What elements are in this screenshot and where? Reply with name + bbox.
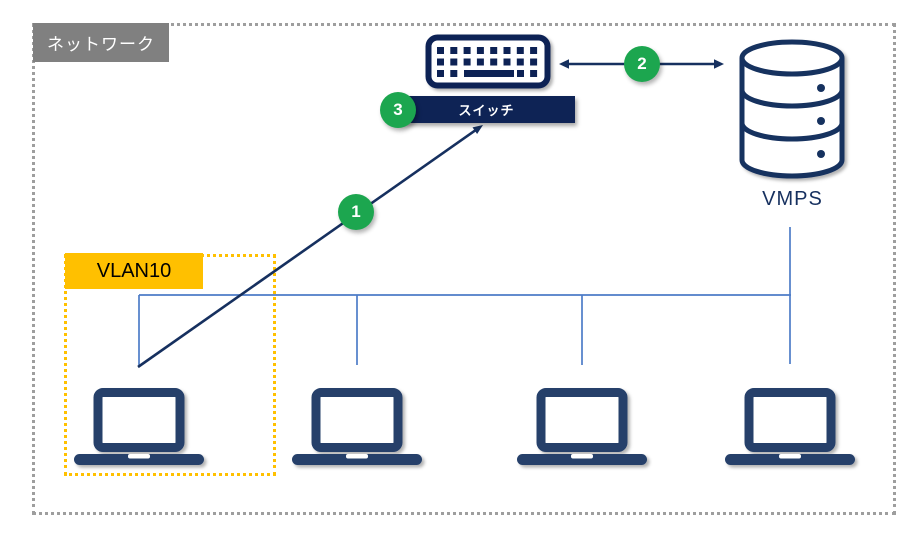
client-to-switch-arrow <box>137 125 483 369</box>
network-boundary-box <box>32 23 896 515</box>
vmps-label: VMPS <box>762 187 823 210</box>
step-badge-1: 1 <box>338 194 374 230</box>
keyboard-icon <box>425 34 551 89</box>
laptop-icon-client-3 <box>517 393 647 466</box>
step-badge-2: 2 <box>624 46 660 82</box>
network-boundary-label: ネットワーク <box>33 23 169 62</box>
step-badge-3: 3 <box>380 92 416 128</box>
laptop-icon-client-4 <box>725 393 855 466</box>
keyboard-spacebar <box>464 70 514 77</box>
database-icon <box>739 39 845 179</box>
switch-label-bar: スイッチ <box>398 96 575 123</box>
laptop-icon-client-1 <box>74 393 204 466</box>
keyboard-keys <box>437 47 538 77</box>
vlan-label: VLAN10 <box>65 253 203 289</box>
laptop-icon-client-2 <box>292 393 422 466</box>
